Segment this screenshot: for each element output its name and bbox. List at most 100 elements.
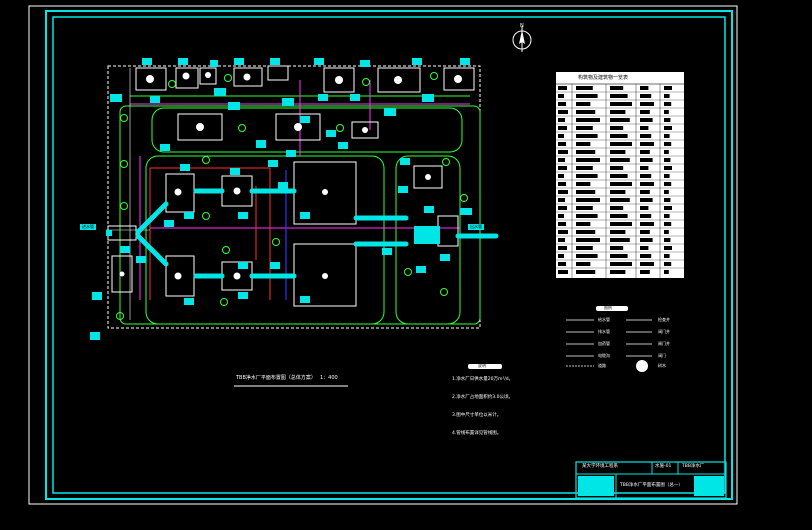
trees [116, 72, 468, 320]
process-marks [119, 123, 431, 280]
table-cell-text [664, 198, 671, 202]
table-cell-text [610, 230, 626, 234]
table-cell-text [640, 86, 649, 90]
table-cell-text [640, 94, 652, 98]
table-cell-text [576, 158, 600, 162]
legend-item-1: 给水管 [598, 317, 610, 322]
table-cell-text [664, 174, 670, 178]
note-2: 2.净水厂占地面积约3.0公顷。 [452, 395, 513, 400]
table-cell-text [640, 190, 650, 194]
drawing-scale: 1：400 [320, 375, 338, 381]
table-cell-text [558, 142, 566, 146]
table-cell-text [640, 214, 652, 218]
drawing-title: TBB净水厂平面布置图（总体方案） [236, 375, 316, 381]
table-cell-text [610, 118, 630, 122]
table-cell-text [610, 190, 626, 194]
table-cell-text [558, 94, 564, 98]
table-cell-text [664, 262, 672, 266]
table-cell-text [558, 206, 567, 210]
table-cell-text [664, 206, 672, 210]
frame-inner [52, 16, 726, 494]
frame-outer [45, 10, 733, 500]
table-cell-text [610, 238, 630, 242]
table-cell-text [576, 206, 593, 210]
table-cell-text [576, 270, 596, 274]
note-1: 1.净水厂日供水量20万m³/d。 [452, 377, 514, 382]
table-cell-text [640, 126, 649, 130]
table-cell-text [610, 206, 624, 210]
top-building-marks [146, 72, 462, 84]
table-header: 构筑物及建筑物一览表 [578, 75, 629, 81]
table-cell-text [576, 126, 593, 130]
table-cell-text [640, 110, 650, 114]
table-cell-text [576, 110, 596, 114]
table-cell-text [610, 126, 624, 130]
table-cell-text [640, 238, 653, 242]
table-cell-text [558, 222, 566, 226]
table-cell-text [664, 150, 669, 154]
table-cell-text [664, 190, 669, 194]
table-cell-text [576, 134, 598, 138]
table-cell-text [610, 166, 624, 170]
table-cell-text [610, 94, 628, 98]
table-cell-text [558, 254, 564, 258]
table-cell-text [610, 158, 630, 162]
table-cell-text [664, 118, 671, 122]
table-cell-text [576, 86, 593, 90]
table-cell-text [558, 214, 564, 218]
table-cell-text [610, 182, 632, 186]
table-cell-text [664, 238, 671, 242]
table-cell-text [610, 270, 626, 274]
legend-header-bar [596, 306, 628, 311]
note-3: 3.图中尺寸单位以米计。 [452, 413, 502, 418]
table-cell-text [558, 190, 568, 194]
legend-item-5: 道路 [598, 363, 606, 368]
table-cell-text [610, 150, 626, 154]
table-cell-text [664, 270, 669, 274]
table-cell-text [640, 142, 654, 146]
table-cell-text [640, 150, 650, 154]
table-cell-text [558, 246, 567, 250]
table-cell-text [558, 134, 564, 138]
notes-header-bar [468, 364, 502, 369]
table-cell-text [640, 174, 652, 178]
table-cell-text [576, 238, 600, 242]
north-label: N [520, 23, 524, 29]
title-block-drawing-name: TBB净水厂平面布置图（总一） [620, 483, 683, 488]
table-cell-text [558, 86, 567, 90]
table-cell-text [640, 270, 650, 274]
table-cell-text [640, 134, 652, 138]
inlet-label: 进水管 [80, 224, 96, 230]
title-block-school: 某大学环境工程系 [582, 464, 618, 469]
table-cell-text [610, 254, 628, 258]
table-cell-text [558, 230, 568, 234]
table-cell-text [558, 126, 567, 130]
table-cell-text [576, 142, 591, 146]
table-cell-text [664, 246, 672, 250]
table-cell-text [576, 246, 593, 250]
table-cell-text [664, 86, 672, 90]
table-cell-text [640, 158, 653, 162]
table-cell-text [664, 102, 672, 106]
legend-item-8: 闸门井 [658, 341, 670, 346]
table-cell-text [576, 214, 598, 218]
table-cell-text [576, 182, 591, 186]
legend-item-9: 阀门 [658, 353, 666, 358]
table-cell-text [610, 174, 628, 178]
table-cell-text [576, 118, 600, 122]
table-cell-text [576, 198, 600, 202]
legend-lines [566, 319, 652, 372]
legend-item-3: 加药管 [598, 341, 610, 346]
table-cell-text [558, 118, 565, 122]
legend-header: 图例 [604, 305, 612, 310]
table-cell-text [558, 150, 568, 154]
outlet-label: 出水管 [468, 224, 484, 230]
table-cell-text [610, 246, 624, 250]
table-cell-text [640, 182, 654, 186]
table-cell-text [640, 102, 654, 106]
legend-item-10: 树木 [658, 363, 666, 368]
table-cell-text [558, 182, 566, 186]
table-cell-text [640, 166, 649, 170]
table-cell-text [640, 246, 649, 250]
